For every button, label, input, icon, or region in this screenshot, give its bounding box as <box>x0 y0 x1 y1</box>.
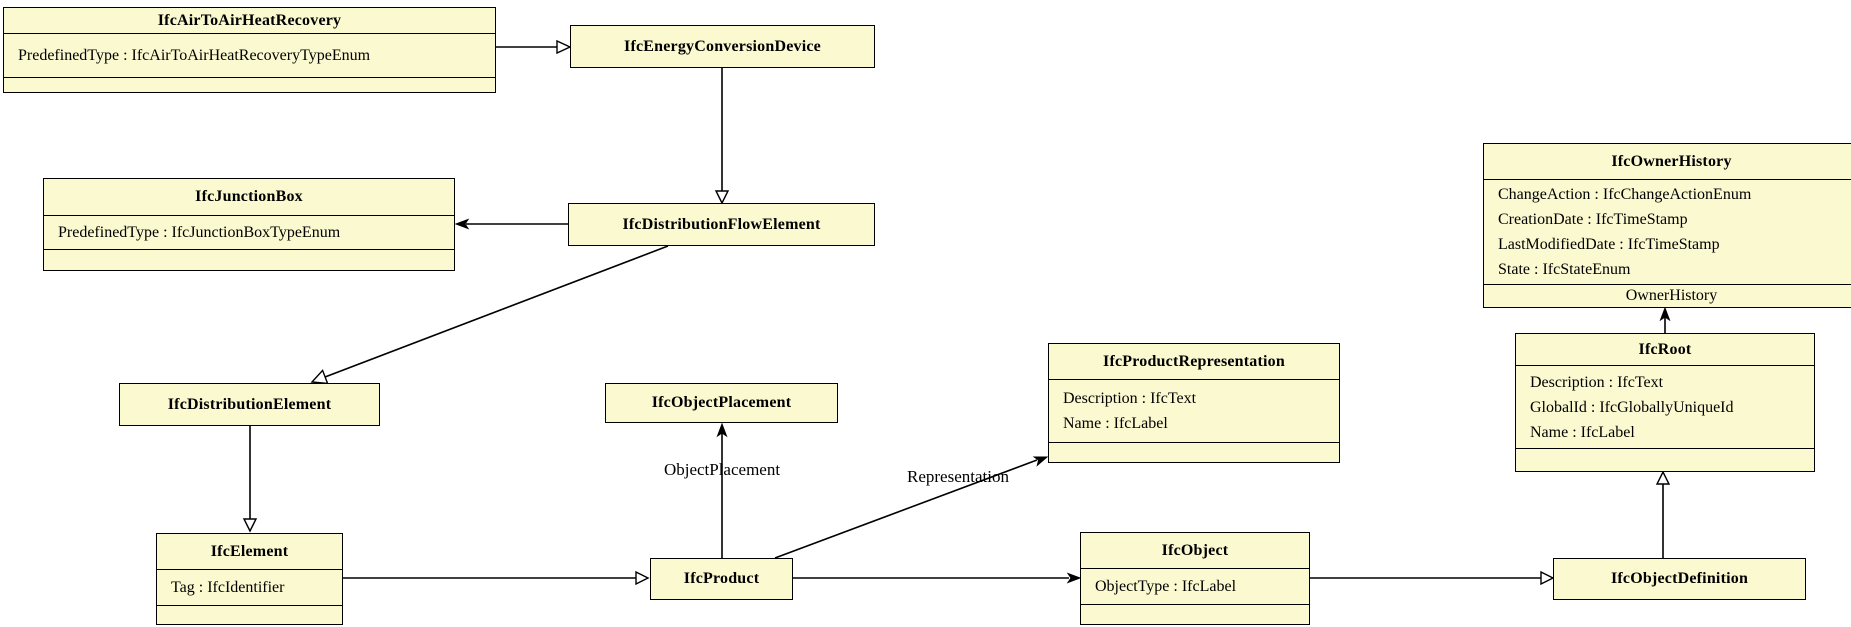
class-box-ifcenergyconversiondevice[interactable]: IfcEnergyConversionDevice <box>570 25 875 68</box>
association-label-ownerhistory: OwnerHistory <box>1484 284 1851 307</box>
class-box-ifcobjectdefinition[interactable]: IfcObjectDefinition <box>1553 558 1806 600</box>
class-attribute: State : IfcStateEnum <box>1498 261 1631 278</box>
class-title: IfcRoot <box>1638 340 1692 358</box>
class-box-ifcairtoairheatrecovery[interactable]: IfcAirToAirHeatRecovery PredefinedType :… <box>3 7 496 93</box>
class-footer-compartment <box>44 249 454 270</box>
inheritance-arrowhead-energyconversion <box>556 39 572 55</box>
class-attributes: ChangeAction : IfcChangeActionEnum Creat… <box>1484 179 1851 284</box>
class-attributes: Description : IfcText Name : IfcLabel <box>1049 379 1339 442</box>
class-attribute: Tag : IfcIdentifier <box>171 579 285 596</box>
arrowhead-object <box>1066 572 1082 584</box>
class-title: IfcEnergyConversionDevice <box>624 37 821 55</box>
arrowhead-junctionbox <box>454 218 470 230</box>
association-label-objectplacement: ObjectPlacement <box>663 460 781 479</box>
class-attributes: PredefinedType : IfcJunctionBoxTypeEnum <box>44 215 454 249</box>
association-label-representation: Representation <box>907 467 1009 486</box>
class-box-ifcobjectplacement[interactable]: IfcObjectPlacement <box>605 383 838 423</box>
class-attribute: LastModifiedDate : IfcTimeStamp <box>1498 236 1720 253</box>
class-box-ifcelement[interactable]: IfcElement Tag : IfcIdentifier <box>156 533 343 625</box>
class-title: IfcProduct <box>683 570 760 587</box>
class-attribute: ChangeAction : IfcChangeActionEnum <box>1498 186 1752 203</box>
class-footer-compartment <box>157 605 342 624</box>
class-title: IfcElement <box>210 542 289 560</box>
class-attributes: PredefinedType : IfcAirToAirHeatRecovery… <box>4 33 495 77</box>
class-attribute: ObjectType : IfcLabel <box>1095 578 1237 595</box>
inheritance-arrowhead-distributionflow <box>714 190 730 205</box>
inheritance-arrowhead-element <box>242 518 258 533</box>
class-title: IfcObject <box>1161 541 1229 559</box>
inheritance-arrowhead-objectdefinition <box>1540 570 1555 586</box>
class-box-ifcdistributionelement[interactable]: IfcDistributionElement <box>119 383 380 426</box>
class-attribute: PredefinedType : IfcAirToAirHeatRecovery… <box>18 47 371 64</box>
arrowhead-productrepresentation <box>1032 456 1049 467</box>
class-footer-compartment <box>1049 442 1339 462</box>
inheritance-arrowhead-distributionelement <box>310 369 329 385</box>
class-footer-compartment <box>4 77 495 92</box>
class-footer-compartment <box>1516 448 1814 471</box>
class-title: IfcAirToAirHeatRecovery <box>157 11 342 29</box>
inheritance-arrowhead-root <box>1655 470 1671 485</box>
class-attributes: Tag : IfcIdentifier <box>157 569 342 605</box>
class-title: IfcObjectDefinition <box>1610 570 1749 587</box>
class-box-ifcobject[interactable]: IfcObject ObjectType : IfcLabel <box>1080 532 1310 625</box>
class-title: IfcDistributionFlowElement <box>622 215 821 233</box>
arrowhead-objectplacement <box>716 422 728 438</box>
class-footer-compartment <box>1081 604 1309 624</box>
class-attribute: CreationDate : IfcTimeStamp <box>1498 211 1688 228</box>
class-title: IfcOwnerHistory <box>1611 152 1732 170</box>
class-attribute: GlobalId : IfcGloballyUniqueId <box>1530 398 1734 416</box>
class-title: IfcObjectPlacement <box>651 394 792 411</box>
class-box-ifcproduct[interactable]: IfcProduct <box>650 558 793 600</box>
arrowhead-ownerhistory <box>1659 306 1671 322</box>
class-title: IfcDistributionElement <box>167 395 332 413</box>
class-title: IfcProductRepresentation <box>1103 352 1285 370</box>
class-title: IfcJunctionBox <box>195 188 303 205</box>
class-box-ifcjunctionbox[interactable]: IfcJunctionBox PredefinedType : IfcJunct… <box>43 178 455 271</box>
class-box-ifcownerhistory[interactable]: IfcOwnerHistory ChangeAction : IfcChange… <box>1483 143 1851 308</box>
class-attributes: Description : IfcText GlobalId : IfcGlob… <box>1516 365 1814 448</box>
class-attribute: Name : IfcLabel <box>1530 423 1635 441</box>
class-attribute: Name : IfcLabel <box>1063 415 1168 432</box>
class-attribute: Description : IfcText <box>1530 373 1664 391</box>
class-box-ifcroot[interactable]: IfcRoot Description : IfcText GlobalId :… <box>1515 333 1815 472</box>
class-attribute: PredefinedType : IfcJunctionBoxTypeEnum <box>58 224 341 241</box>
class-attribute: Description : IfcText <box>1063 390 1197 407</box>
class-attributes: ObjectType : IfcLabel <box>1081 568 1309 604</box>
inheritance-arrowhead-product <box>635 570 650 586</box>
class-box-ifcproductrepresentation[interactable]: IfcProductRepresentation Description : I… <box>1048 343 1340 463</box>
class-box-ifcdistributionflowelement[interactable]: IfcDistributionFlowElement <box>568 203 875 246</box>
